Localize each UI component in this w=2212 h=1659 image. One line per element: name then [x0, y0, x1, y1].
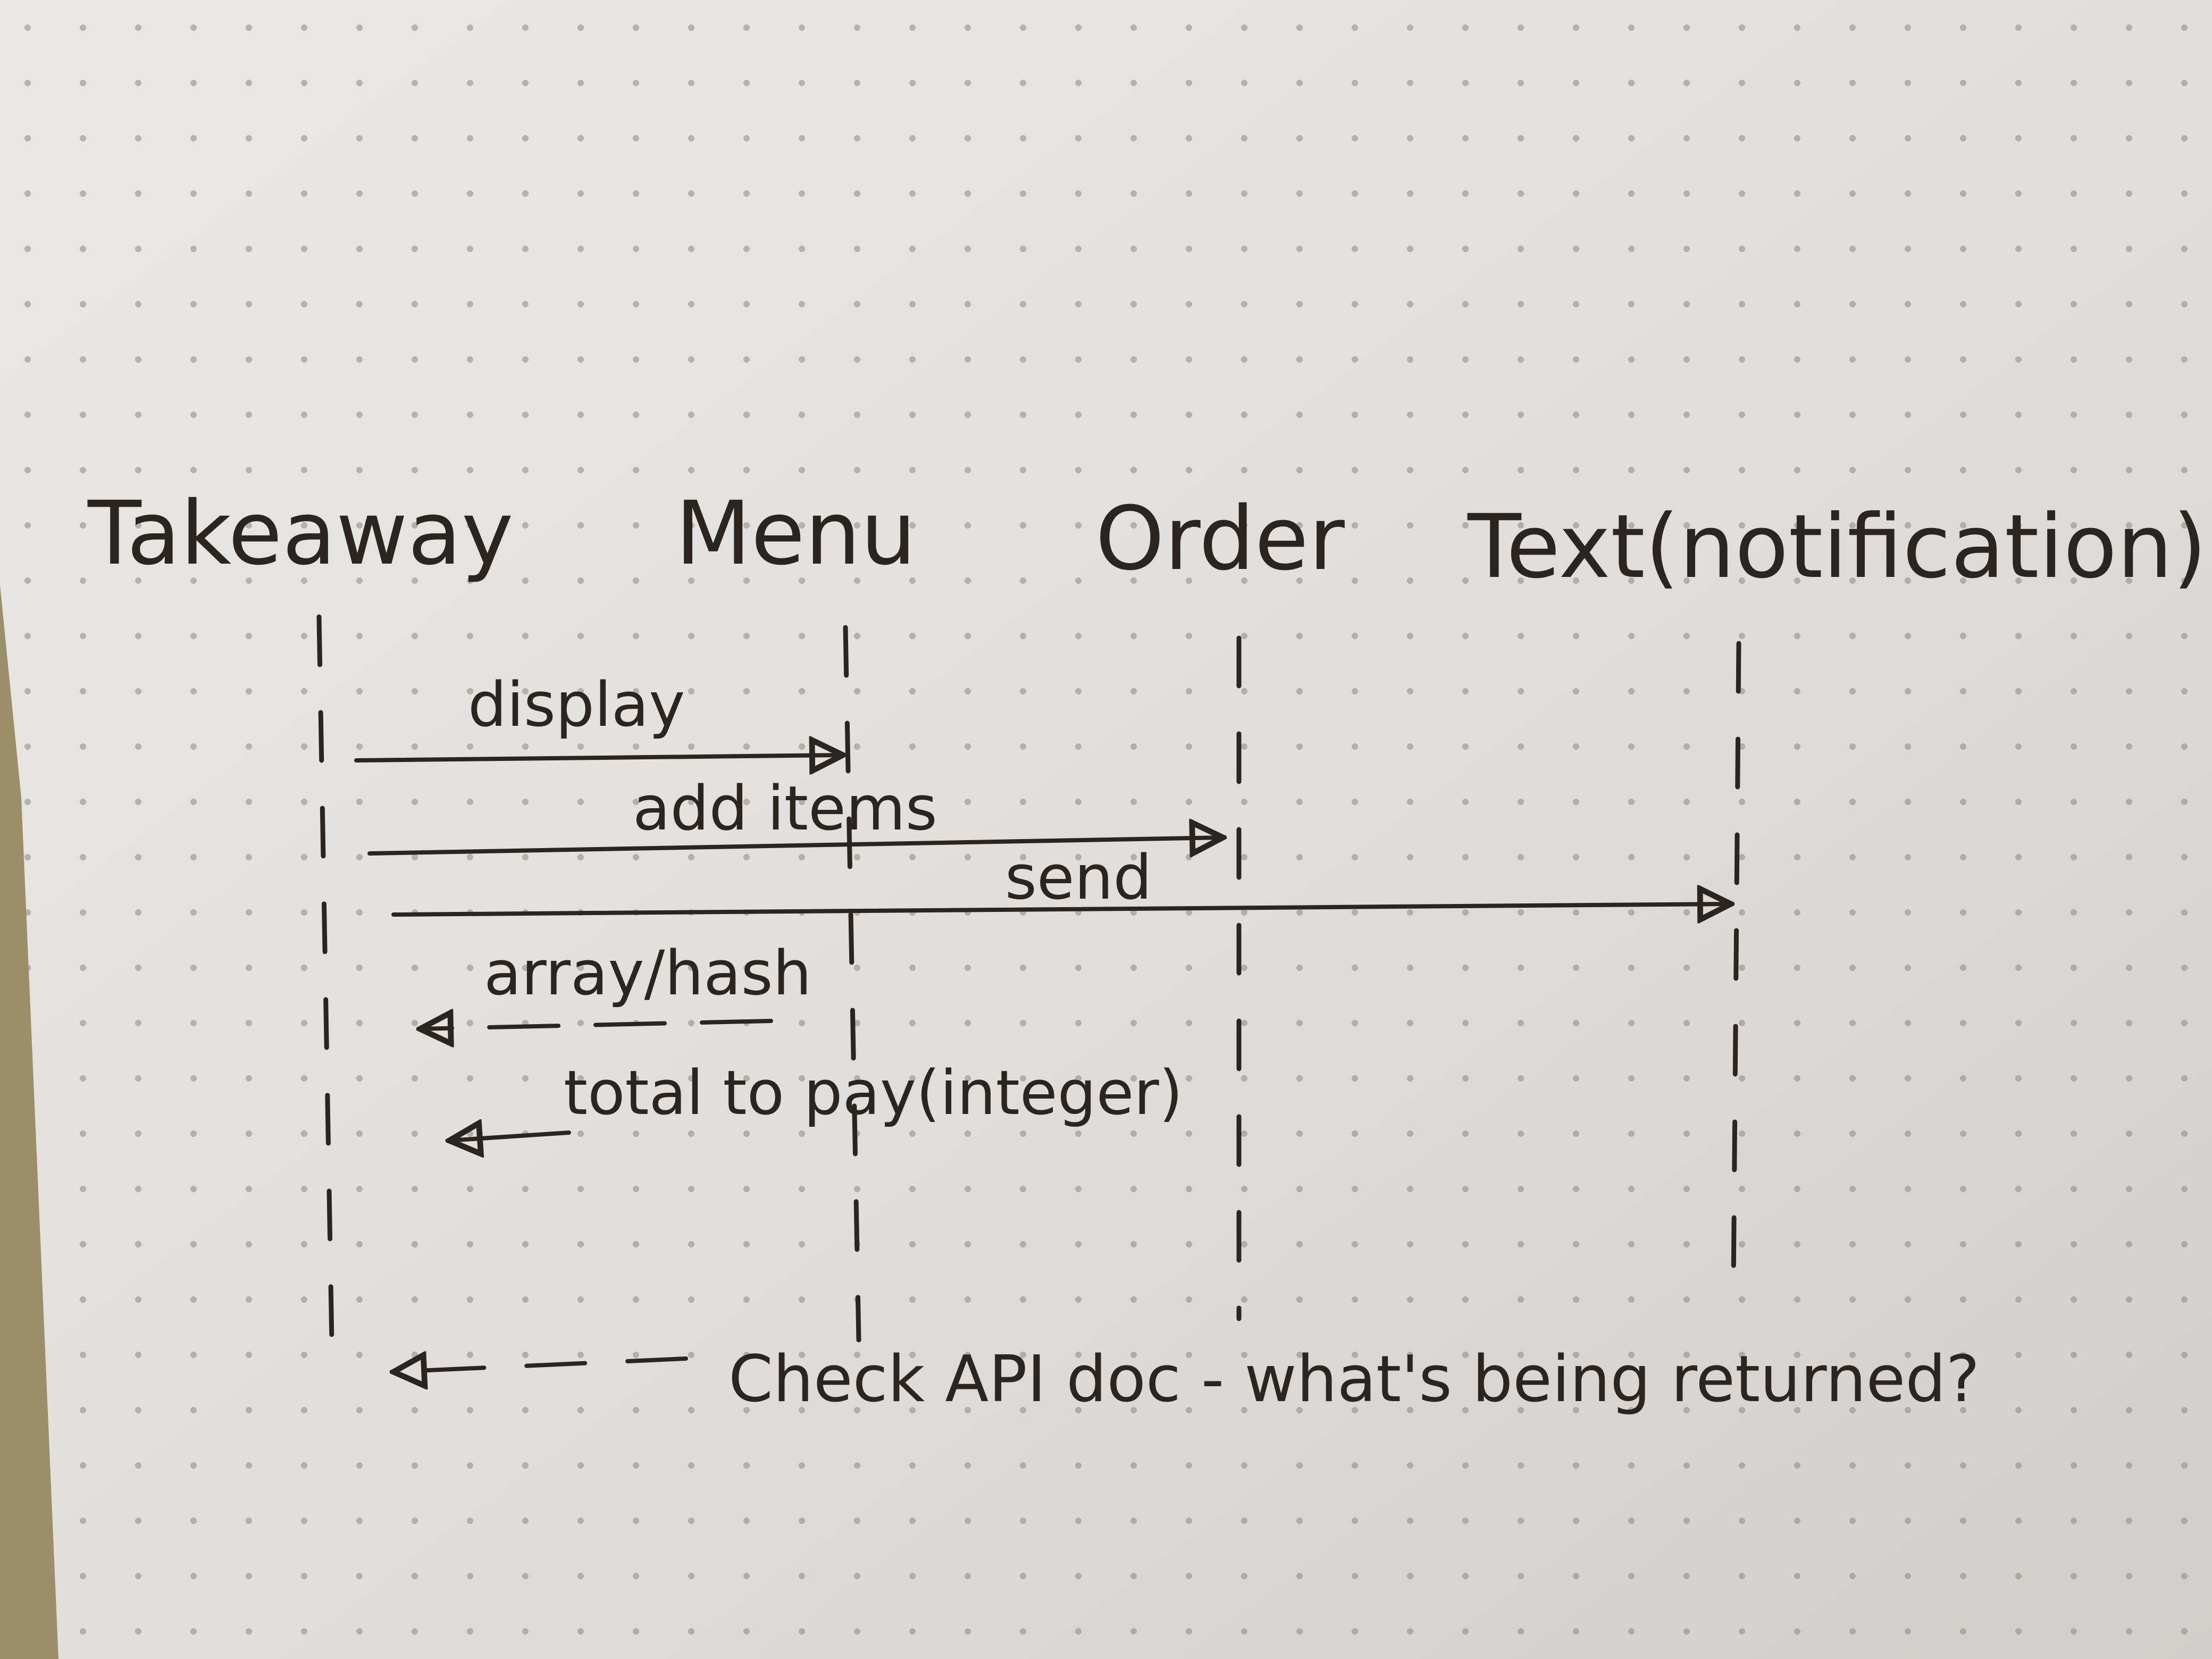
lifeline-takeaway: [316, 614, 335, 1375]
participant-text-notification: Text(notification): [1467, 496, 2207, 598]
message-label-array-hash: array/hash: [484, 938, 811, 1009]
lifeline-menu: [843, 625, 861, 1343]
note-check-api: Check API doc - what's being returned?: [393, 1343, 1980, 1417]
message-arrow-array-hash: [420, 1021, 773, 1029]
participant-takeaway: Takeaway: [87, 482, 514, 584]
message-arrow-display: [354, 755, 843, 760]
message-send: send: [391, 842, 1731, 915]
note-label: Check API doc - what's being returned?: [728, 1343, 1980, 1417]
message-label-total-to-pay: total to pay(integer): [564, 1058, 1183, 1129]
message-arrow-add-items: [367, 837, 1223, 853]
message-arrow-total-to-pay: [449, 1133, 571, 1141]
message-label-add-items: add items: [633, 773, 937, 844]
message-array-hash: array/hash: [420, 938, 811, 1029]
participant-order: Order: [1095, 488, 1345, 590]
message-display: display: [354, 669, 843, 760]
lifelines: [316, 614, 1741, 1375]
participant-headers: Takeaway Menu Order Text(notification): [87, 482, 2207, 598]
message-total-to-pay: total to pay(integer): [449, 1058, 1183, 1141]
message-arrow-send: [391, 904, 1731, 915]
participant-menu: Menu: [675, 482, 916, 584]
message-label-send: send: [1005, 842, 1152, 914]
note-arrow-dashed: [393, 1359, 688, 1372]
message-label-display: display: [468, 669, 685, 741]
message-add-items: add items: [367, 773, 1223, 853]
lifeline-text: [1731, 641, 1741, 1289]
